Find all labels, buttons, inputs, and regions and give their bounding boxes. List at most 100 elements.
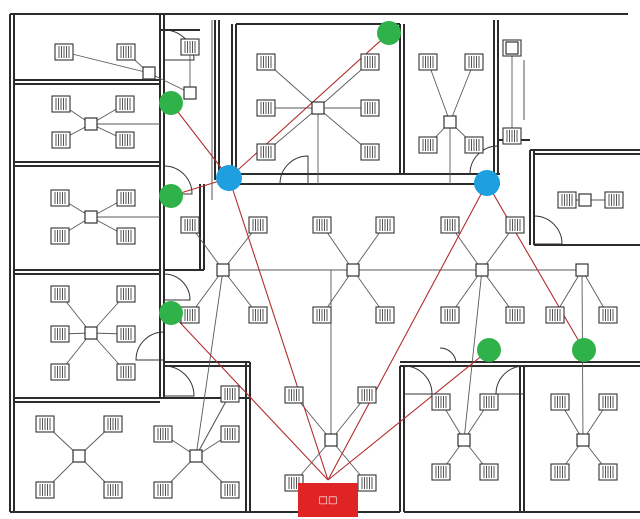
light-fixture (604, 191, 624, 209)
light-fixture (116, 363, 136, 381)
network-link (327, 182, 488, 481)
light-fixture (51, 131, 71, 149)
light-fixture (180, 216, 200, 234)
network-link (228, 177, 329, 481)
light-fixture (50, 285, 70, 303)
green-node-3[interactable] (159, 184, 183, 208)
light-fixture (431, 463, 451, 481)
junction-box (84, 326, 98, 340)
junction-box (475, 263, 489, 277)
light-fixtures (35, 38, 624, 499)
light-fixture (248, 216, 268, 234)
light-fixture (51, 95, 71, 113)
green-node-1[interactable] (377, 21, 401, 45)
junction-box (578, 193, 592, 207)
junction-box (457, 433, 471, 447)
light-fixture (256, 99, 276, 117)
light-fixture (598, 393, 618, 411)
light-fixture (220, 481, 240, 499)
light-fixture (35, 481, 55, 499)
light-fixture (50, 325, 70, 343)
green-node-6[interactable] (572, 338, 596, 362)
network-links (170, 32, 585, 481)
blue-node-2[interactable] (474, 170, 500, 196)
green-node-5[interactable] (477, 338, 501, 362)
light-fixture (50, 363, 70, 381)
light-fixture (375, 306, 395, 324)
junction-box (216, 263, 230, 277)
light-fixture (360, 99, 380, 117)
light-fixture (54, 43, 74, 61)
green-node-4[interactable] (159, 301, 183, 325)
light-fixture (115, 131, 135, 149)
light-fixture (153, 425, 173, 443)
light-fixture (103, 415, 123, 433)
panel-label: □□ (319, 495, 338, 506)
walls (9, 13, 640, 513)
light-fixture (312, 306, 332, 324)
electrical-panel[interactable]: □□ (298, 483, 358, 517)
light-fixture (312, 216, 332, 234)
junction-box (183, 86, 197, 100)
light-fixture (557, 191, 577, 209)
light-fixture (256, 53, 276, 71)
network-link (170, 102, 230, 179)
light-fixture (116, 285, 136, 303)
light-fixture (153, 481, 173, 499)
junction-box (324, 433, 338, 447)
light-fixture (502, 127, 522, 145)
light-fixture (431, 393, 451, 411)
light-fixture (418, 136, 438, 154)
network-nodes (159, 21, 596, 362)
network-link (327, 349, 490, 481)
green-node-2[interactable] (159, 91, 183, 115)
light-fixture (256, 143, 276, 161)
light-fixture (50, 189, 70, 207)
light-fixture (505, 216, 525, 234)
light-fixture (505, 306, 525, 324)
light-fixture (479, 463, 499, 481)
light-fixture (103, 481, 123, 499)
junction-box (84, 210, 98, 224)
light-fixture (418, 53, 438, 71)
junction-box (576, 433, 590, 447)
light-fixture (35, 415, 55, 433)
light-fixture (598, 463, 618, 481)
light-fixture (220, 385, 240, 403)
light-fixture (116, 43, 136, 61)
light-fixture (550, 393, 570, 411)
light-fixture (360, 143, 380, 161)
network-link (486, 182, 585, 351)
light-fixture (116, 227, 136, 245)
junction-box (311, 101, 325, 115)
junction-box (443, 115, 457, 129)
light-fixture (50, 227, 70, 245)
junction-box (575, 263, 589, 277)
light-fixture (464, 53, 484, 71)
light-fixture (440, 216, 460, 234)
light-fixture (115, 95, 135, 113)
light-fixture (116, 189, 136, 207)
light-fixture (180, 38, 200, 56)
light-fixture (479, 393, 499, 411)
light-fixture (284, 474, 304, 492)
blue-node-1[interactable] (216, 165, 242, 191)
junction-box (189, 449, 203, 463)
junction-box (505, 41, 519, 55)
light-fixture (357, 474, 377, 492)
junction-boxes (72, 41, 592, 463)
network-link (170, 312, 329, 481)
light-fixture (220, 425, 240, 443)
light-fixture (180, 306, 200, 324)
light-fixture (440, 306, 460, 324)
light-fixture (360, 53, 380, 71)
light-fixture (464, 136, 484, 154)
light-fixture (357, 386, 377, 404)
junction-box (72, 449, 86, 463)
junction-box (142, 66, 156, 80)
light-fixture (598, 306, 618, 324)
light-fixture (550, 463, 570, 481)
light-fixture (545, 306, 565, 324)
